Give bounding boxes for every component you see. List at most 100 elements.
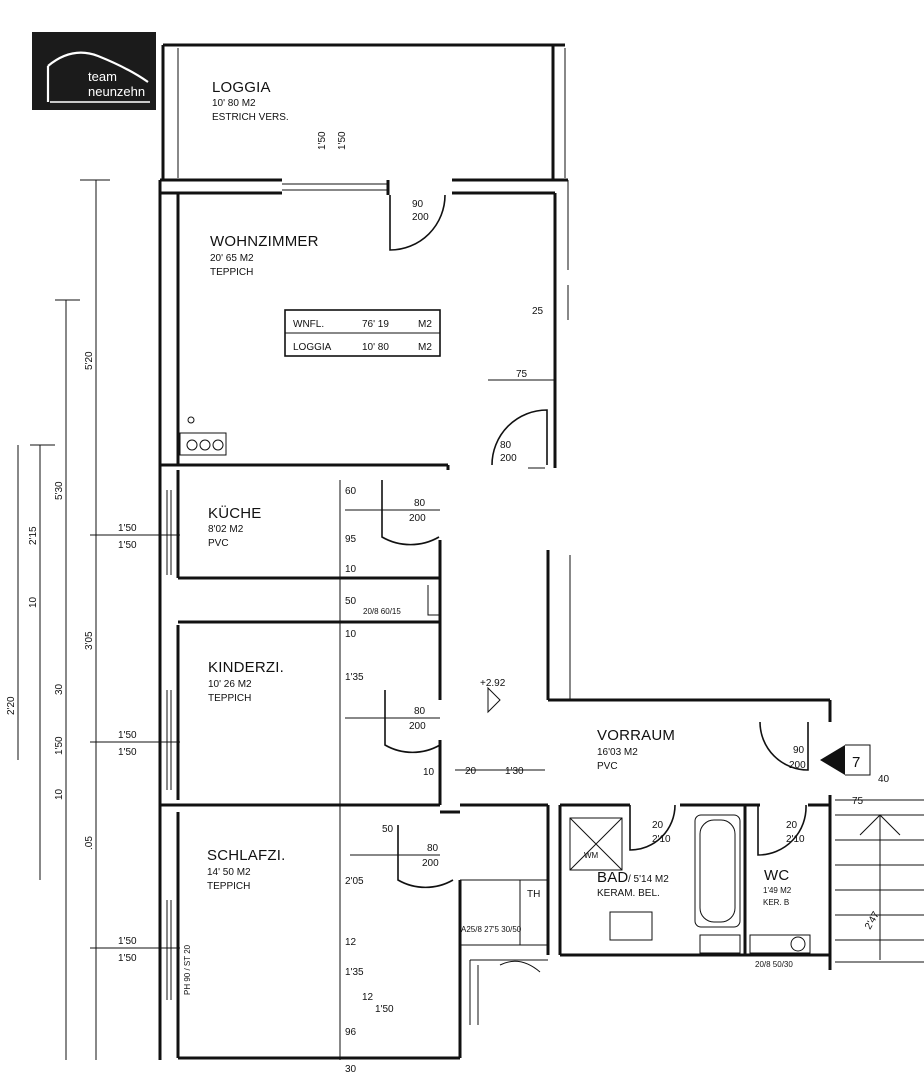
dim-left-220: 2'20 [6,696,17,715]
dim-schlaf-12b: 12 [362,992,374,1003]
shaft-label-th: A25/8 27'5 30/50 [461,925,522,934]
area-value-loggia: 10' 80 [362,342,389,353]
room-area-bad: / 5'14 M2 [628,874,669,885]
dim-window-schlaf-label: PH 90 / ST 20 [183,944,192,995]
dim-window-schlaf-b: 1'50 [118,953,137,964]
dim-kueche-95: 95 [345,534,357,545]
room-area-vorraum: 16'03 M2 [597,747,638,758]
area-value-wohnfl: 76' 19 [362,319,389,330]
dim-kueche-10: 10 [345,564,357,575]
room-floor-loggia: ESTRICH VERS. [212,112,289,123]
dim-wc-door-a: 20 [786,820,798,831]
shaft-label-kitchen: 20/8 60/15 [363,607,401,616]
dim-75: 75 [516,369,528,380]
shaft-label-wc: 20/8 50/30 [755,960,793,969]
dim-level: +2.92 [480,678,506,689]
dim-25: 25 [532,306,544,317]
loggia-walls [161,43,566,180]
room-area-kinderzi: 10' 26 M2 [208,679,252,690]
company-logo: team neunzehn [32,32,156,110]
area-table [284,309,441,357]
dim-kueche-10b: 10 [345,629,357,640]
dimension-lines [17,179,924,1060]
logo-text-neunzehn: neunzehn [88,84,146,99]
room-area-kueche: 8'02 M2 [208,524,244,535]
fixture-washing-machine: WM [584,851,599,860]
dim-loggia-door-b: 200 [412,212,429,223]
dim-left-10: 10 [28,596,39,608]
dim-left-530: 5'30 [54,481,65,500]
dim-bad-door-b: 2'10 [652,834,671,845]
dim-schlaf-door-a: 80 [427,843,439,854]
dim-wc-door-b: 2'10 [786,834,805,845]
dim-schlaf-50: 50 [382,824,394,835]
dim-stair-40: 40 [878,774,890,785]
entry-number: 7 [852,754,861,771]
dim-window-schlaf-a: 1'50 [118,936,137,947]
dim-schlaf-door-b: 200 [422,858,439,869]
dim-vorraum-door-b: 200 [789,760,806,771]
area-label-loggia: LOGGIA [293,342,332,353]
dim-loggia-door-a: 90 [412,199,424,210]
dim-schlaf-205: 2'05 [345,876,364,887]
dim-left-05: .05 [84,836,95,850]
dim-left-30: 30 [54,683,65,695]
dim-wohn-door-a: 80 [500,440,512,451]
dim-vorraum-door-a: 90 [793,745,805,756]
dim-schlaf-96: 96 [345,1027,357,1038]
area-label-wohnfl: WNFL. [293,319,324,330]
room-floor-schlafzi: TEPPICH [207,881,250,892]
room-floor-kueche: PVC [208,538,229,549]
dim-schlaf-135: 1'35 [345,967,364,978]
dim-schlaf-12: 12 [345,937,357,948]
dim-left-215: 2'15 [28,526,39,545]
dim-left-305: 3'05 [84,631,95,650]
dim-kueche-door-a: 80 [414,498,426,509]
room-floor-kinderzi: TEPPICH [208,693,251,704]
main-walls [158,178,832,1060]
dim-window-kueche-a: 1'50 [118,523,137,534]
room-name-wohnzimmer: WOHNZIMMER [210,233,319,250]
dim-wohn-door-b: 200 [500,453,517,464]
doors [381,194,809,889]
room-area-schlafzi: 14' 50 M2 [207,867,251,878]
dim-loggia-door-v2: 1'50 [337,131,348,150]
room-floor-vorraum: PVC [597,761,618,772]
room-name-kinderzi: KINDERZI. [208,659,284,676]
dim-bad-door-a: 20 [652,820,664,831]
dim-schlaf-30: 30 [345,1064,357,1075]
dim-20: 20 [465,766,477,777]
dim-window-kinder-a: 1'50 [118,730,137,741]
logo-text-team: team [88,69,117,84]
room-name-bad: BAD [597,869,628,886]
dim-kueche-60: 60 [345,486,357,497]
dim-kueche-door-b: 200 [409,513,426,524]
room-area-wohnzimmer: 20' 65 M2 [210,253,254,264]
room-name-kueche: KÜCHE [208,504,262,522]
dim-stair-247: 2'47 [863,910,882,932]
dim-stair-75: 75 [852,796,864,807]
dim-left-520: 5'20 [84,351,95,370]
fixtures [179,416,924,963]
dim-window-kinder-b: 1'50 [118,747,137,758]
dim-left-10b: 10 [54,788,65,800]
dim-kueche-50: 50 [345,596,357,607]
area-unit-wohnfl: M2 [418,319,432,330]
room-floor-wc: KER. B [763,898,789,907]
room-name-loggia: LOGGIA [212,79,271,96]
room-floor-bad: KERAM. BEL. [597,888,660,899]
dim-kinder-10: 10 [423,767,435,778]
dim-loggia-door-v1: 1'50 [317,131,328,150]
dim-kinder-135: 1'35 [345,672,364,683]
room-name-schlafzi: SCHLAFZI. [207,847,285,864]
room-area-loggia: 10' 80 M2 [212,98,256,109]
dim-130: 1'30 [505,766,524,777]
area-unit-loggia: M2 [418,342,432,353]
room-name-wc: WC [764,867,789,884]
dim-left-150: 1'50 [54,736,65,755]
dim-window-kueche-b: 1'50 [118,540,137,551]
dim-schlaf-150: 1'50 [375,1004,394,1015]
dim-kinder-door-b: 200 [409,721,426,732]
dim-kinder-door-a: 80 [414,706,426,717]
